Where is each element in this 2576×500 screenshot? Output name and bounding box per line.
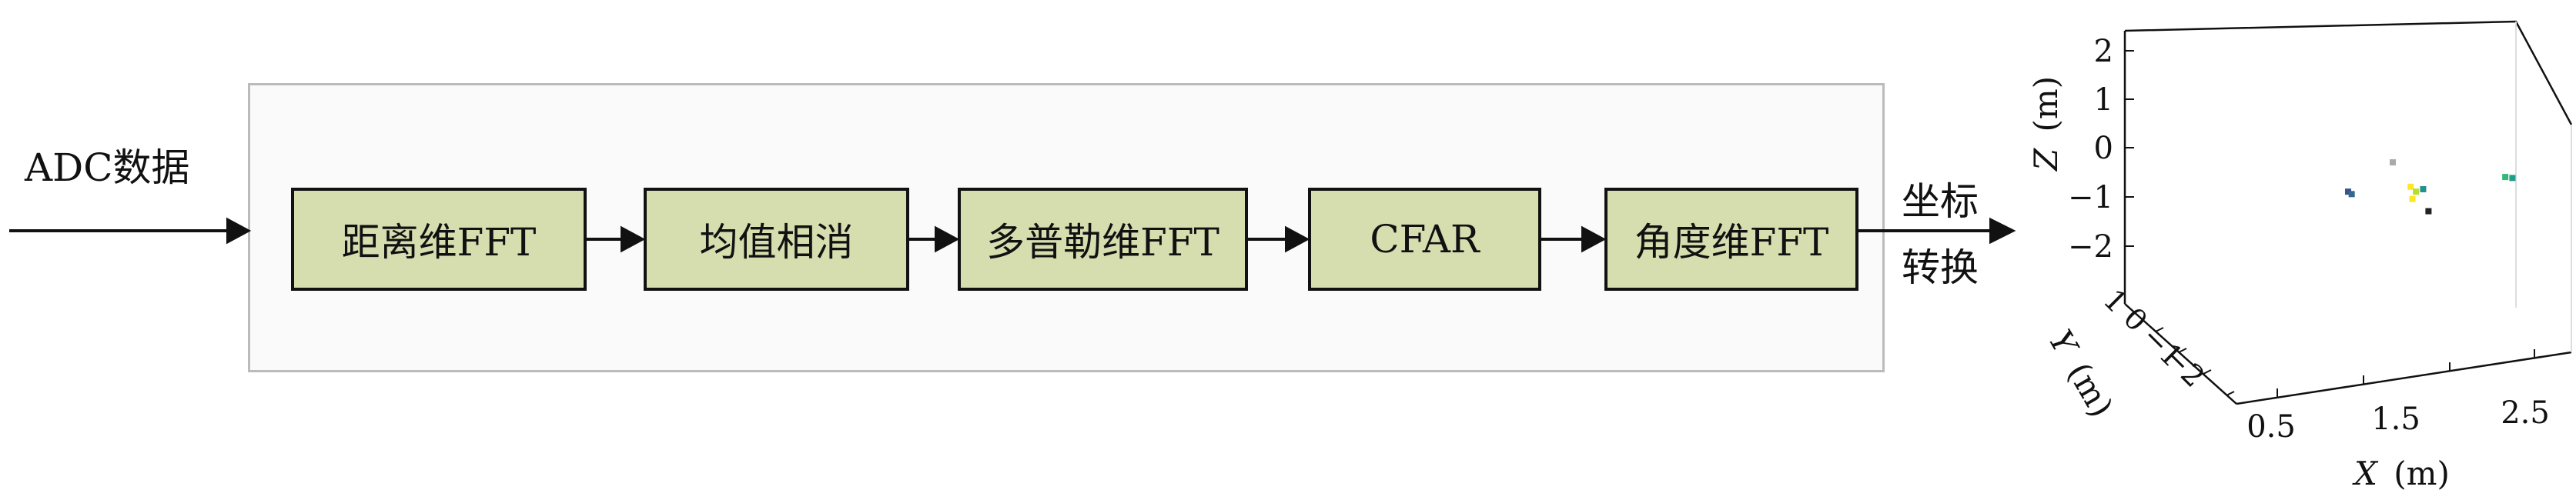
z-axis-label: Z (m) — [2027, 76, 2065, 172]
y-axis-label: Y (m) — [2041, 324, 2120, 424]
input-label: ADC数据 — [25, 145, 190, 190]
z-tick-label: 2 — [2094, 34, 2113, 69]
arrow-input-head — [226, 217, 252, 245]
arrow-stage3-head — [1285, 225, 1310, 253]
stage-cfar: CFAR — [1308, 188, 1541, 291]
plot3d-axes-box — [2123, 20, 2573, 405]
x-axis-ticks — [2277, 349, 2535, 398]
scatter-point — [2413, 188, 2420, 195]
stage-doppler-fft: 多普勒维FFT — [958, 188, 1248, 291]
z-tick-label: 0 — [2094, 131, 2113, 166]
arrow-stage1-head — [621, 225, 646, 253]
arrow-output-head — [1989, 217, 2016, 245]
z-tick-label: −1 — [2068, 180, 2113, 215]
x-tick-label: 0.5 — [2246, 409, 2296, 445]
scatter-point — [2502, 174, 2509, 181]
scatter-point — [2348, 191, 2355, 198]
conversion-label-line2: 转换 — [1902, 245, 1979, 290]
scatter-point — [2420, 185, 2427, 192]
z-axis-ticks — [2125, 50, 2134, 247]
scatter-point — [2409, 195, 2416, 202]
x-axis-label: X (m) — [2352, 455, 2450, 492]
scatter-points — [2345, 159, 2516, 215]
arrow-stage2-head — [935, 225, 960, 253]
scatter-point — [2425, 208, 2432, 215]
z-tick-label: 1 — [2094, 82, 2113, 118]
scatter-point — [2345, 188, 2351, 195]
scatter-point — [2407, 183, 2414, 190]
arrow-stage4-head — [1581, 225, 1607, 253]
stage-mean-cancellation: 均值相消 — [644, 188, 909, 291]
x-tick-label: 1.5 — [2371, 402, 2420, 437]
z-tick-labels: 2 1 0 −1 −2 — [2068, 34, 2113, 265]
z-tick-label: −2 — [2068, 229, 2113, 265]
stage-range-fft: 距离维FFT — [291, 188, 587, 291]
y-tick-labels: 1 0 −1 −2 — [2097, 282, 2212, 394]
x-tick-label: 2.5 — [2501, 395, 2550, 431]
conversion-label-line1: 坐标 — [1902, 179, 1979, 224]
scatter-point — [2390, 159, 2396, 166]
y-axis-ticks — [2155, 327, 2235, 396]
x-tick-labels: 0.5 1.5 2.5 — [2246, 395, 2550, 445]
scatter-point — [2509, 175, 2516, 182]
